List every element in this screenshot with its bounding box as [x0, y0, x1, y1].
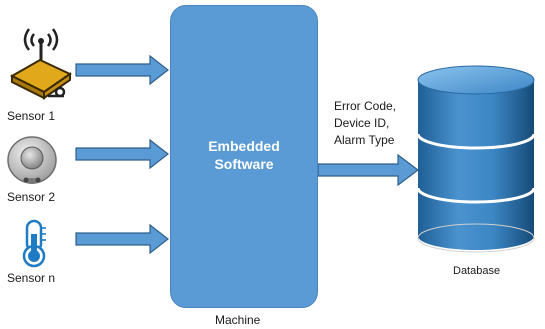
arrow-sensor-1: [75, 54, 169, 86]
embedded-software-line2: Software: [214, 156, 274, 172]
database-icon: [416, 65, 536, 253]
sensor-1-label: Sensor 1: [7, 109, 56, 123]
sensor-n-label: Sensor n: [7, 271, 56, 285]
thermometer-icon: [22, 219, 46, 268]
output-line-alarm-type: Alarm Type: [334, 133, 395, 147]
machine-label: Machine: [215, 313, 261, 327]
database-label: Database: [453, 265, 501, 277]
wireless-sensor-icon: [9, 28, 73, 100]
output-line-error-code: Error Code,: [334, 99, 397, 113]
arrow-output: [317, 153, 419, 187]
arrow-sensor-2: [75, 138, 169, 170]
embedded-software-line1: Embedded: [208, 138, 280, 154]
sensor-2-label: Sensor 2: [7, 190, 56, 204]
output-fields-label: Error Code, Device ID, Alarm Type: [334, 98, 414, 149]
machine-block: [170, 5, 318, 308]
arrow-sensor-n: [75, 223, 169, 255]
output-line-device-id: Device ID,: [334, 116, 390, 130]
motion-sensor-icon: [7, 136, 57, 184]
embedded-software-title: Embedded Software: [170, 137, 318, 173]
